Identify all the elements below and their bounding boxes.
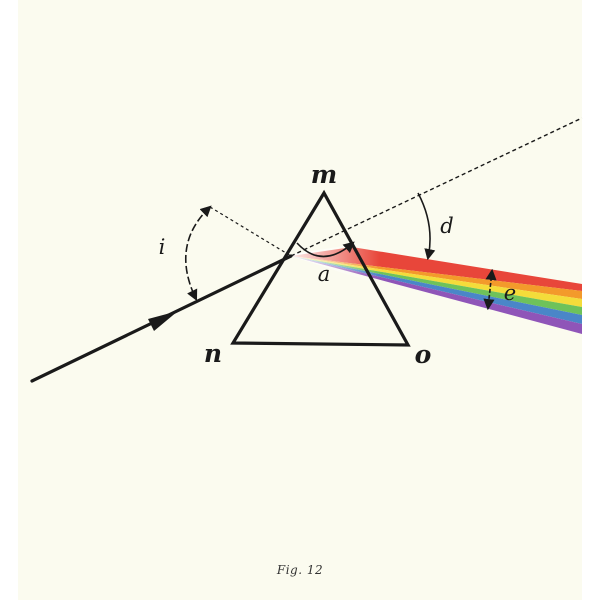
angle-i-label: i	[159, 235, 166, 259]
figure-caption: Fig. 12	[276, 563, 324, 577]
angle-d-label: d	[440, 214, 453, 238]
spectrum-beam	[288, 240, 582, 334]
vertex-n-label: n	[204, 339, 222, 368]
incident-ray-arrow	[148, 311, 178, 331]
normal-line	[209, 206, 292, 257]
angle-a-arc	[296, 241, 355, 258]
angle-e-label: e	[504, 281, 516, 305]
vertex-m-label: m	[311, 160, 337, 189]
angle-e-arrow	[483, 268, 497, 311]
vertex-o-label: o	[415, 340, 432, 369]
angle-d-arc	[417, 192, 436, 261]
incident-ray-extension	[290, 117, 583, 257]
prism-triangle	[230, 189, 411, 347]
angle-i-arc	[185, 205, 212, 302]
angle-a-label: a	[318, 262, 331, 286]
